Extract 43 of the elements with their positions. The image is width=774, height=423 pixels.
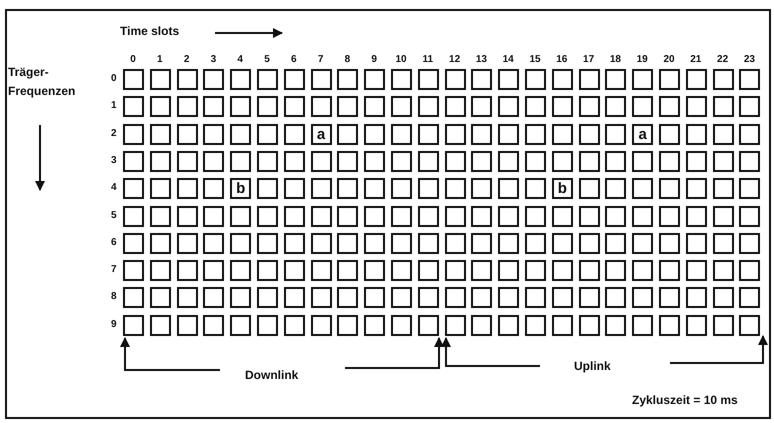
column-number: 19	[636, 55, 648, 65]
column-number: 14	[502, 55, 514, 65]
slot-cell-label: b	[552, 178, 573, 200]
column-number: 0	[130, 55, 136, 65]
column-number: 6	[291, 55, 297, 65]
column-number: 20	[663, 55, 675, 65]
row-number: 9	[111, 320, 117, 330]
column-number: 10	[395, 55, 407, 65]
slot-cell-label: a	[632, 124, 654, 145]
row-number: 7	[111, 265, 117, 276]
column-number: 7	[318, 55, 324, 65]
column-number: 9	[371, 55, 377, 65]
column-number: 15	[529, 55, 541, 65]
column-number: 12	[449, 55, 460, 65]
column-number: 13	[476, 55, 487, 65]
row-number: 8	[111, 292, 117, 302]
row-number: 3	[111, 156, 117, 166]
column-number: 5	[264, 55, 270, 65]
row-number: 2	[111, 128, 117, 139]
column-number: 11	[422, 55, 434, 65]
column-number: 22	[717, 55, 728, 65]
row-number: 5	[111, 210, 117, 220]
column-number: 1	[157, 55, 163, 65]
slot-cell-label: b	[230, 178, 252, 200]
column-number: 17	[583, 55, 594, 65]
column-number: 8	[344, 55, 350, 65]
row-number: 0	[111, 74, 117, 84]
column-number: 18	[610, 55, 621, 65]
column-number: 16	[556, 55, 568, 65]
column-number: 4	[237, 55, 243, 65]
column-number: 2	[184, 55, 190, 65]
row-number: 4	[111, 183, 117, 194]
bracket-label: Downlink	[245, 369, 298, 381]
slot-cell-label: a	[310, 124, 332, 145]
column-number: 23	[744, 55, 755, 65]
bracket-label: Uplink	[574, 360, 611, 372]
row-number: 1	[111, 101, 117, 112]
column-number: 21	[690, 55, 702, 65]
row-number: 6	[111, 238, 117, 248]
column-number: 3	[210, 55, 216, 65]
axis-label: Time slots	[120, 25, 180, 37]
note: Zykluszeit = 10 ms	[632, 394, 738, 406]
axis-label: Träger-Frequenzen	[8, 64, 76, 100]
